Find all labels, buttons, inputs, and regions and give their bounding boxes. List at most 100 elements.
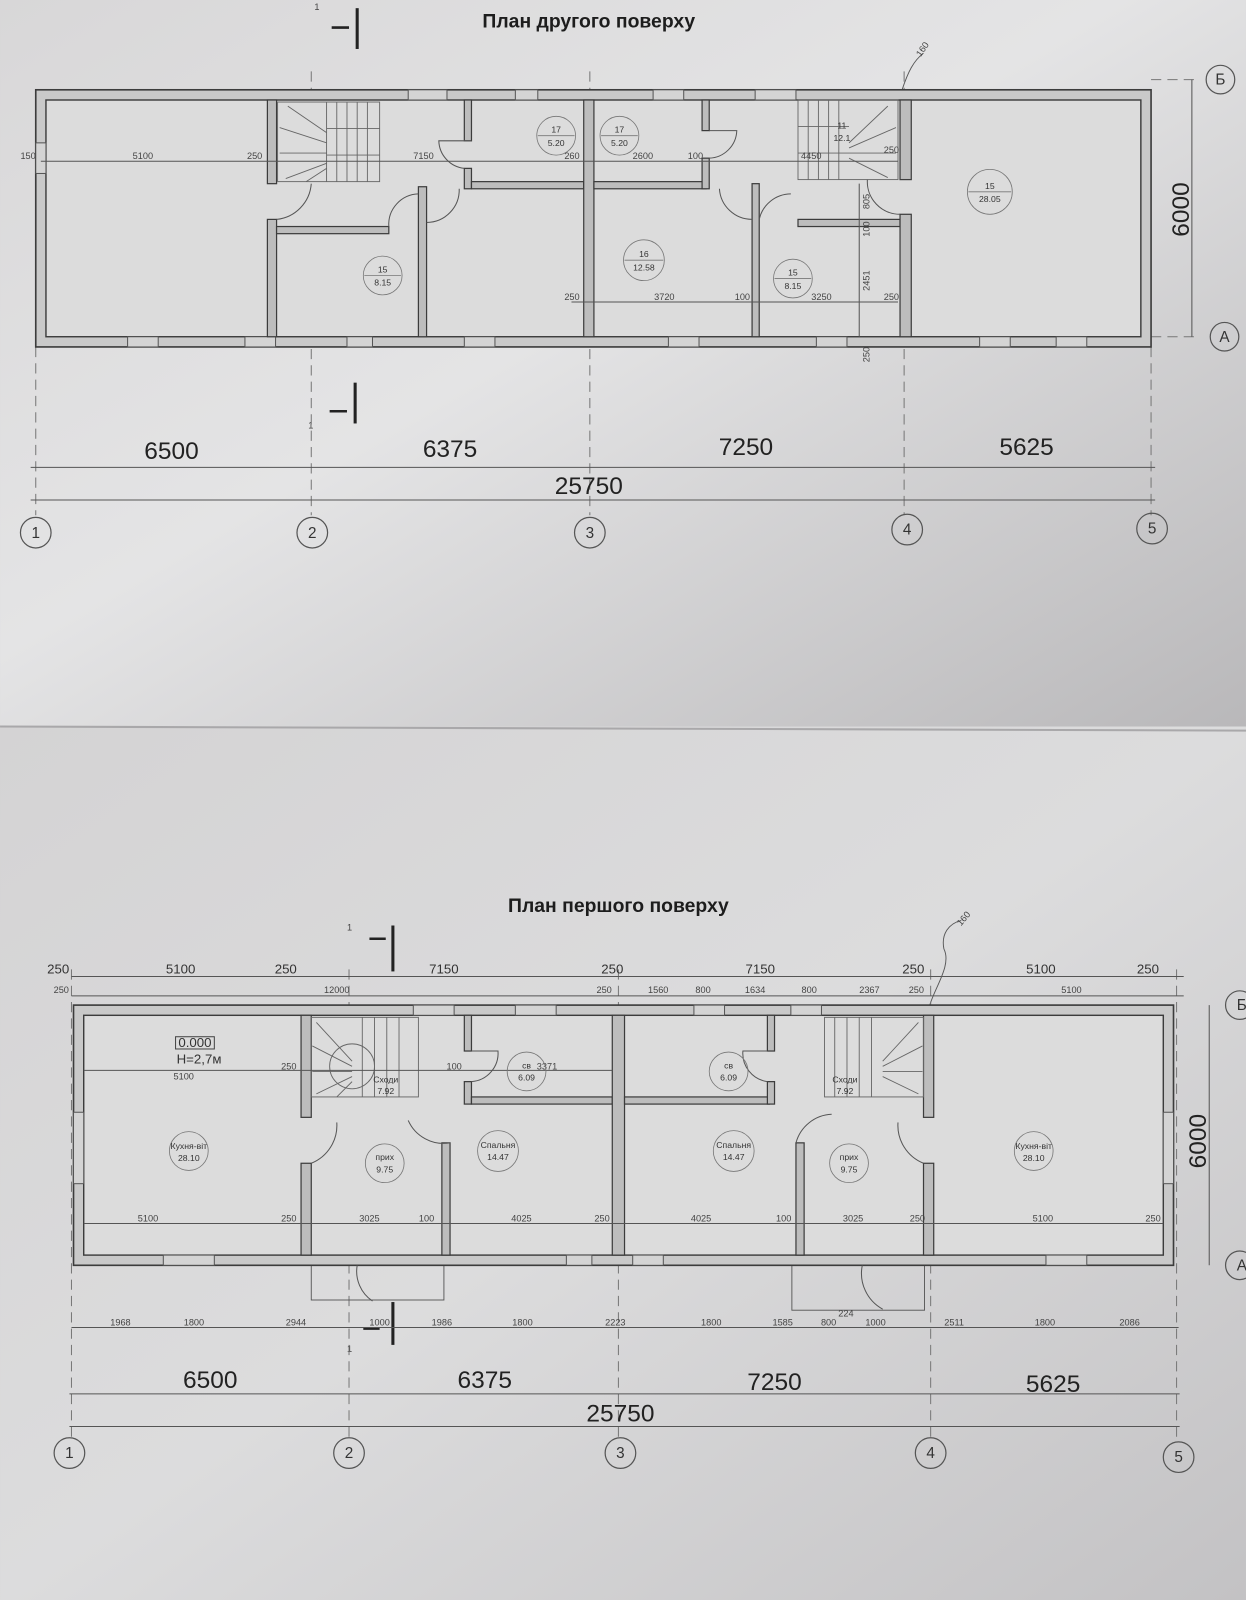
svg-text:5625: 5625 — [1026, 1371, 1080, 1398]
svg-text:9.75: 9.75 — [376, 1164, 393, 1174]
svg-text:3: 3 — [616, 1445, 625, 1462]
svg-text:1000: 1000 — [865, 1318, 885, 1328]
svg-text:5100: 5100 — [1061, 985, 1081, 995]
staircase — [797, 99, 899, 181]
svg-text:Сходи: Сходи — [373, 1075, 398, 1085]
svg-text:2511: 2511 — [944, 1318, 964, 1328]
windows — [35, 89, 1088, 348]
svg-text:25750: 25750 — [586, 1400, 654, 1427]
svg-text:250: 250 — [902, 961, 924, 976]
room-marker: Спальня 14.47 — [477, 1130, 519, 1172]
svg-text:224: 224 — [838, 1308, 853, 1318]
svg-text:8.15: 8.15 — [374, 278, 391, 288]
svg-text:1: 1 — [347, 923, 352, 933]
svg-text:А: А — [1237, 1257, 1246, 1274]
svg-text:Сходи: Сходи — [832, 1075, 857, 1085]
svg-text:5100: 5100 — [1033, 1213, 1053, 1223]
upper-plan-title: План другого поверху — [482, 11, 695, 33]
doors — [276, 130, 901, 227]
svg-text:11: 11 — [837, 121, 846, 131]
room-marker: 158.15 — [362, 255, 403, 296]
svg-text:260: 260 — [564, 151, 579, 161]
svg-text:15: 15 — [985, 181, 995, 191]
svg-text:1800: 1800 — [701, 1318, 721, 1328]
svg-text:3720: 3720 — [654, 292, 674, 302]
svg-text:250: 250 — [275, 961, 297, 976]
svg-text:4: 4 — [926, 1445, 935, 1462]
svg-text:5100: 5100 — [138, 1213, 158, 1223]
svg-text:1800: 1800 — [1035, 1318, 1055, 1328]
lower-floor-plan: План першого поверху 1 1 160 250 5100 25… — [47, 895, 1246, 1474]
svg-text:2367: 2367 — [859, 985, 879, 995]
axis-marker-a: А — [1224, 1250, 1246, 1281]
windows — [72, 1004, 1175, 1266]
axis-marker-4: 4 — [891, 513, 924, 546]
axis-marker-5: 5 — [1162, 1441, 1195, 1474]
svg-text:1: 1 — [314, 2, 319, 12]
svg-text:Б: Б — [1237, 997, 1246, 1014]
svg-text:6500: 6500 — [144, 438, 198, 465]
svg-text:5100: 5100 — [174, 1072, 194, 1082]
room-marker: св6.09 — [708, 1051, 749, 1092]
svg-text:250: 250 — [281, 1213, 296, 1223]
svg-text:250: 250 — [1137, 961, 1159, 976]
svg-text:800: 800 — [695, 985, 710, 995]
svg-text:1968: 1968 — [110, 1318, 130, 1328]
svg-text:1: 1 — [65, 1445, 74, 1462]
room-marker: 175.20 — [599, 115, 640, 156]
section-mark-top: 1 — [314, 2, 359, 49]
svg-text:100: 100 — [861, 221, 871, 236]
svg-text:5: 5 — [1174, 1449, 1183, 1466]
room-marker: св6.09 — [506, 1051, 547, 1092]
svg-text:1800: 1800 — [512, 1318, 532, 1328]
axis-marker-3: 3 — [573, 516, 606, 549]
svg-text:800: 800 — [802, 985, 817, 995]
upper-floor-plan: План другого поверху 1 1 160 — [19, 2, 1240, 549]
room-marker: Кухня-віт 28.10 — [1013, 1131, 1054, 1171]
svg-text:250: 250 — [861, 347, 871, 362]
svg-text:250: 250 — [596, 985, 611, 995]
svg-text:17: 17 — [615, 125, 625, 135]
svg-text:2600: 2600 — [633, 151, 653, 161]
svg-text:Спальня: Спальня — [481, 1140, 516, 1150]
svg-text:250: 250 — [281, 1061, 296, 1071]
svg-text:4: 4 — [903, 522, 912, 539]
svg-text:4450: 4450 — [801, 151, 821, 161]
svg-text:4025: 4025 — [691, 1213, 711, 1223]
svg-text:250: 250 — [47, 961, 69, 976]
svg-text:2: 2 — [308, 525, 317, 542]
svg-text:6375: 6375 — [423, 436, 477, 463]
svg-text:17: 17 — [551, 125, 561, 135]
staircase — [310, 1016, 419, 1098]
svg-text:14.47: 14.47 — [487, 1152, 509, 1162]
svg-text:5.20: 5.20 — [548, 138, 565, 148]
svg-text:Спальня: Спальня — [716, 1140, 751, 1150]
svg-text:2944: 2944 — [286, 1318, 306, 1328]
svg-text:0.000: 0.000 — [178, 1035, 211, 1050]
room-marker: прих 9.75 — [364, 1143, 405, 1184]
svg-text:3025: 3025 — [843, 1213, 863, 1223]
svg-text:1: 1 — [347, 1344, 352, 1354]
room-marker: 158.15 — [773, 258, 813, 299]
svg-text:28.10: 28.10 — [1023, 1153, 1045, 1163]
svg-text:1634: 1634 — [745, 985, 765, 995]
svg-text:Кухня-віт: Кухня-віт — [1015, 1141, 1052, 1151]
svg-text:14.47: 14.47 — [723, 1152, 745, 1162]
axis-marker-5: 5 — [1136, 512, 1168, 545]
svg-text:8.15: 8.15 — [784, 281, 801, 291]
svg-text:150: 150 — [20, 151, 35, 161]
svg-text:5100: 5100 — [133, 151, 153, 161]
svg-text:250: 250 — [1145, 1213, 1160, 1223]
svg-text:А: А — [1219, 329, 1230, 346]
svg-text:5100: 5100 — [166, 961, 195, 976]
svg-text:250: 250 — [910, 1213, 925, 1223]
svg-text:3: 3 — [586, 525, 595, 542]
svg-text:Кухня-віт: Кухня-віт — [171, 1141, 208, 1151]
svg-text:прих: прих — [375, 1152, 394, 1162]
svg-text:250: 250 — [909, 985, 924, 995]
axis-marker-1: 1 — [19, 516, 52, 549]
axis-marker-4: 4 — [914, 1437, 947, 1469]
